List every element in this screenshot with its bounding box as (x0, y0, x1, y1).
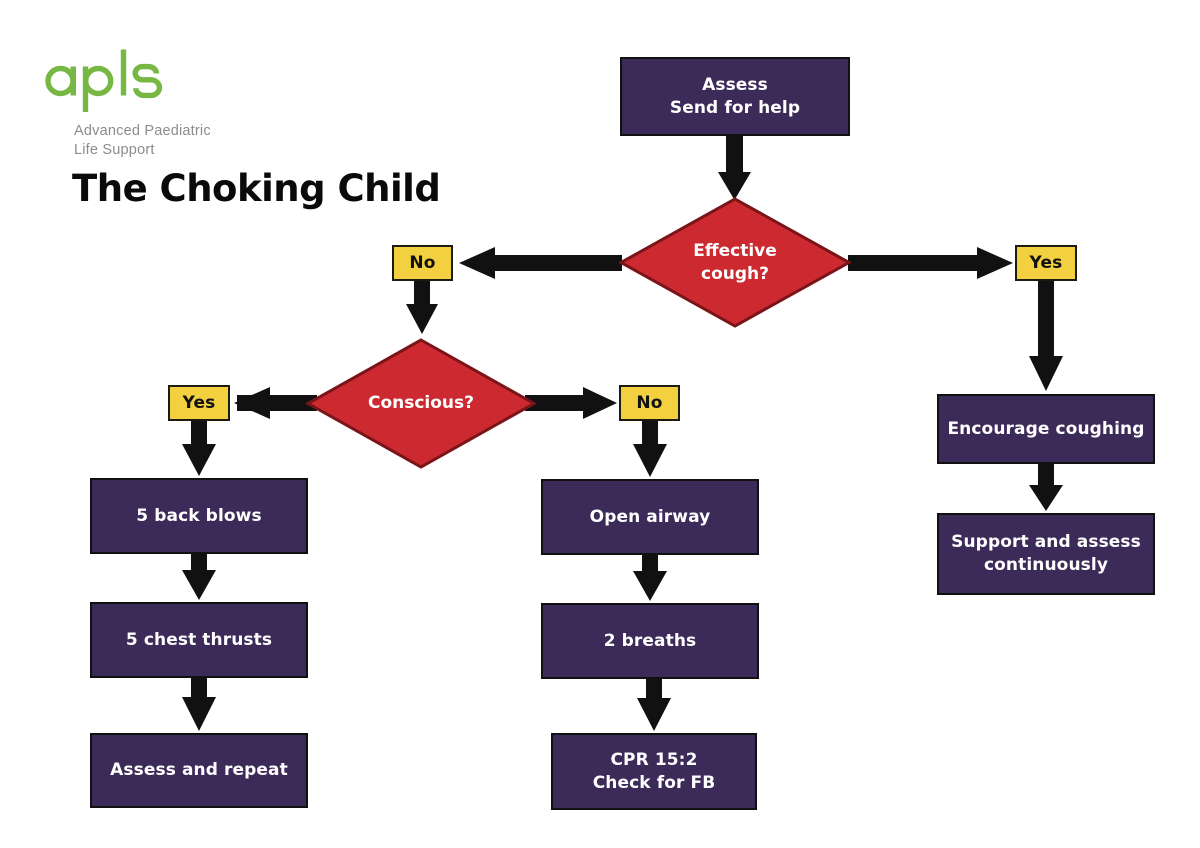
node-effective-cough[interactable]: Effective cough? (619, 197, 851, 328)
edge-conscious-to-yes (234, 387, 317, 419)
edge-yes-to-encourage-coughing (1029, 281, 1063, 391)
edge-assess-to-effective-cough (718, 136, 751, 200)
node-effective-cough-label: Effective cough? (693, 240, 777, 284)
apls-wordmark-icon (45, 49, 163, 112)
edge-chest-thrusts-to-assess-repeat (182, 678, 216, 731)
node-support-and-assess[interactable]: Support and assess continuously (937, 513, 1155, 595)
page-title: The Choking Child (72, 167, 441, 210)
edge-two-breaths-to-cpr (637, 679, 671, 731)
edge-open-airway-to-two-breaths (633, 555, 667, 601)
node-5-back-blows[interactable]: 5 back blows (90, 478, 308, 554)
label-no-effective-cough[interactable]: No (392, 245, 453, 281)
edge-encourage-to-support (1029, 464, 1063, 511)
decision-diamond-icon (619, 197, 851, 328)
label-no-conscious[interactable]: No (619, 385, 680, 421)
node-cpr-check-fb[interactable]: CPR 15:2 Check for FB (551, 733, 757, 810)
decision-diamond-icon (306, 338, 536, 469)
node-2-breaths[interactable]: 2 breaths (541, 603, 759, 679)
edge-no-to-conscious (406, 281, 438, 334)
node-conscious[interactable]: Conscious? (306, 338, 536, 469)
edge-effective-cough-to-no (459, 247, 622, 279)
node-encourage-coughing[interactable]: Encourage coughing (937, 394, 1155, 464)
node-assess-and-repeat[interactable]: Assess and repeat (90, 733, 308, 808)
edge-conscious-to-no (525, 387, 617, 419)
edge-effective-cough-to-yes (848, 247, 1013, 279)
edge-no-to-open-airway (633, 421, 667, 477)
node-conscious-label: Conscious? (367, 393, 475, 414)
node-assess[interactable]: Assess Send for help (620, 57, 850, 136)
apls-logo: Advanced Paediatric Life Support (34, 44, 364, 159)
label-yes-conscious[interactable]: Yes (168, 385, 230, 421)
edge-yes-to-back-blows (182, 421, 216, 476)
apls-tagline: Advanced Paediatric Life Support (74, 123, 211, 158)
node-open-airway[interactable]: Open airway (541, 479, 759, 555)
edge-back-blows-to-chest-thrusts (182, 554, 216, 600)
node-5-chest-thrusts[interactable]: 5 chest thrusts (90, 602, 308, 678)
label-yes-effective-cough[interactable]: Yes (1015, 245, 1077, 281)
